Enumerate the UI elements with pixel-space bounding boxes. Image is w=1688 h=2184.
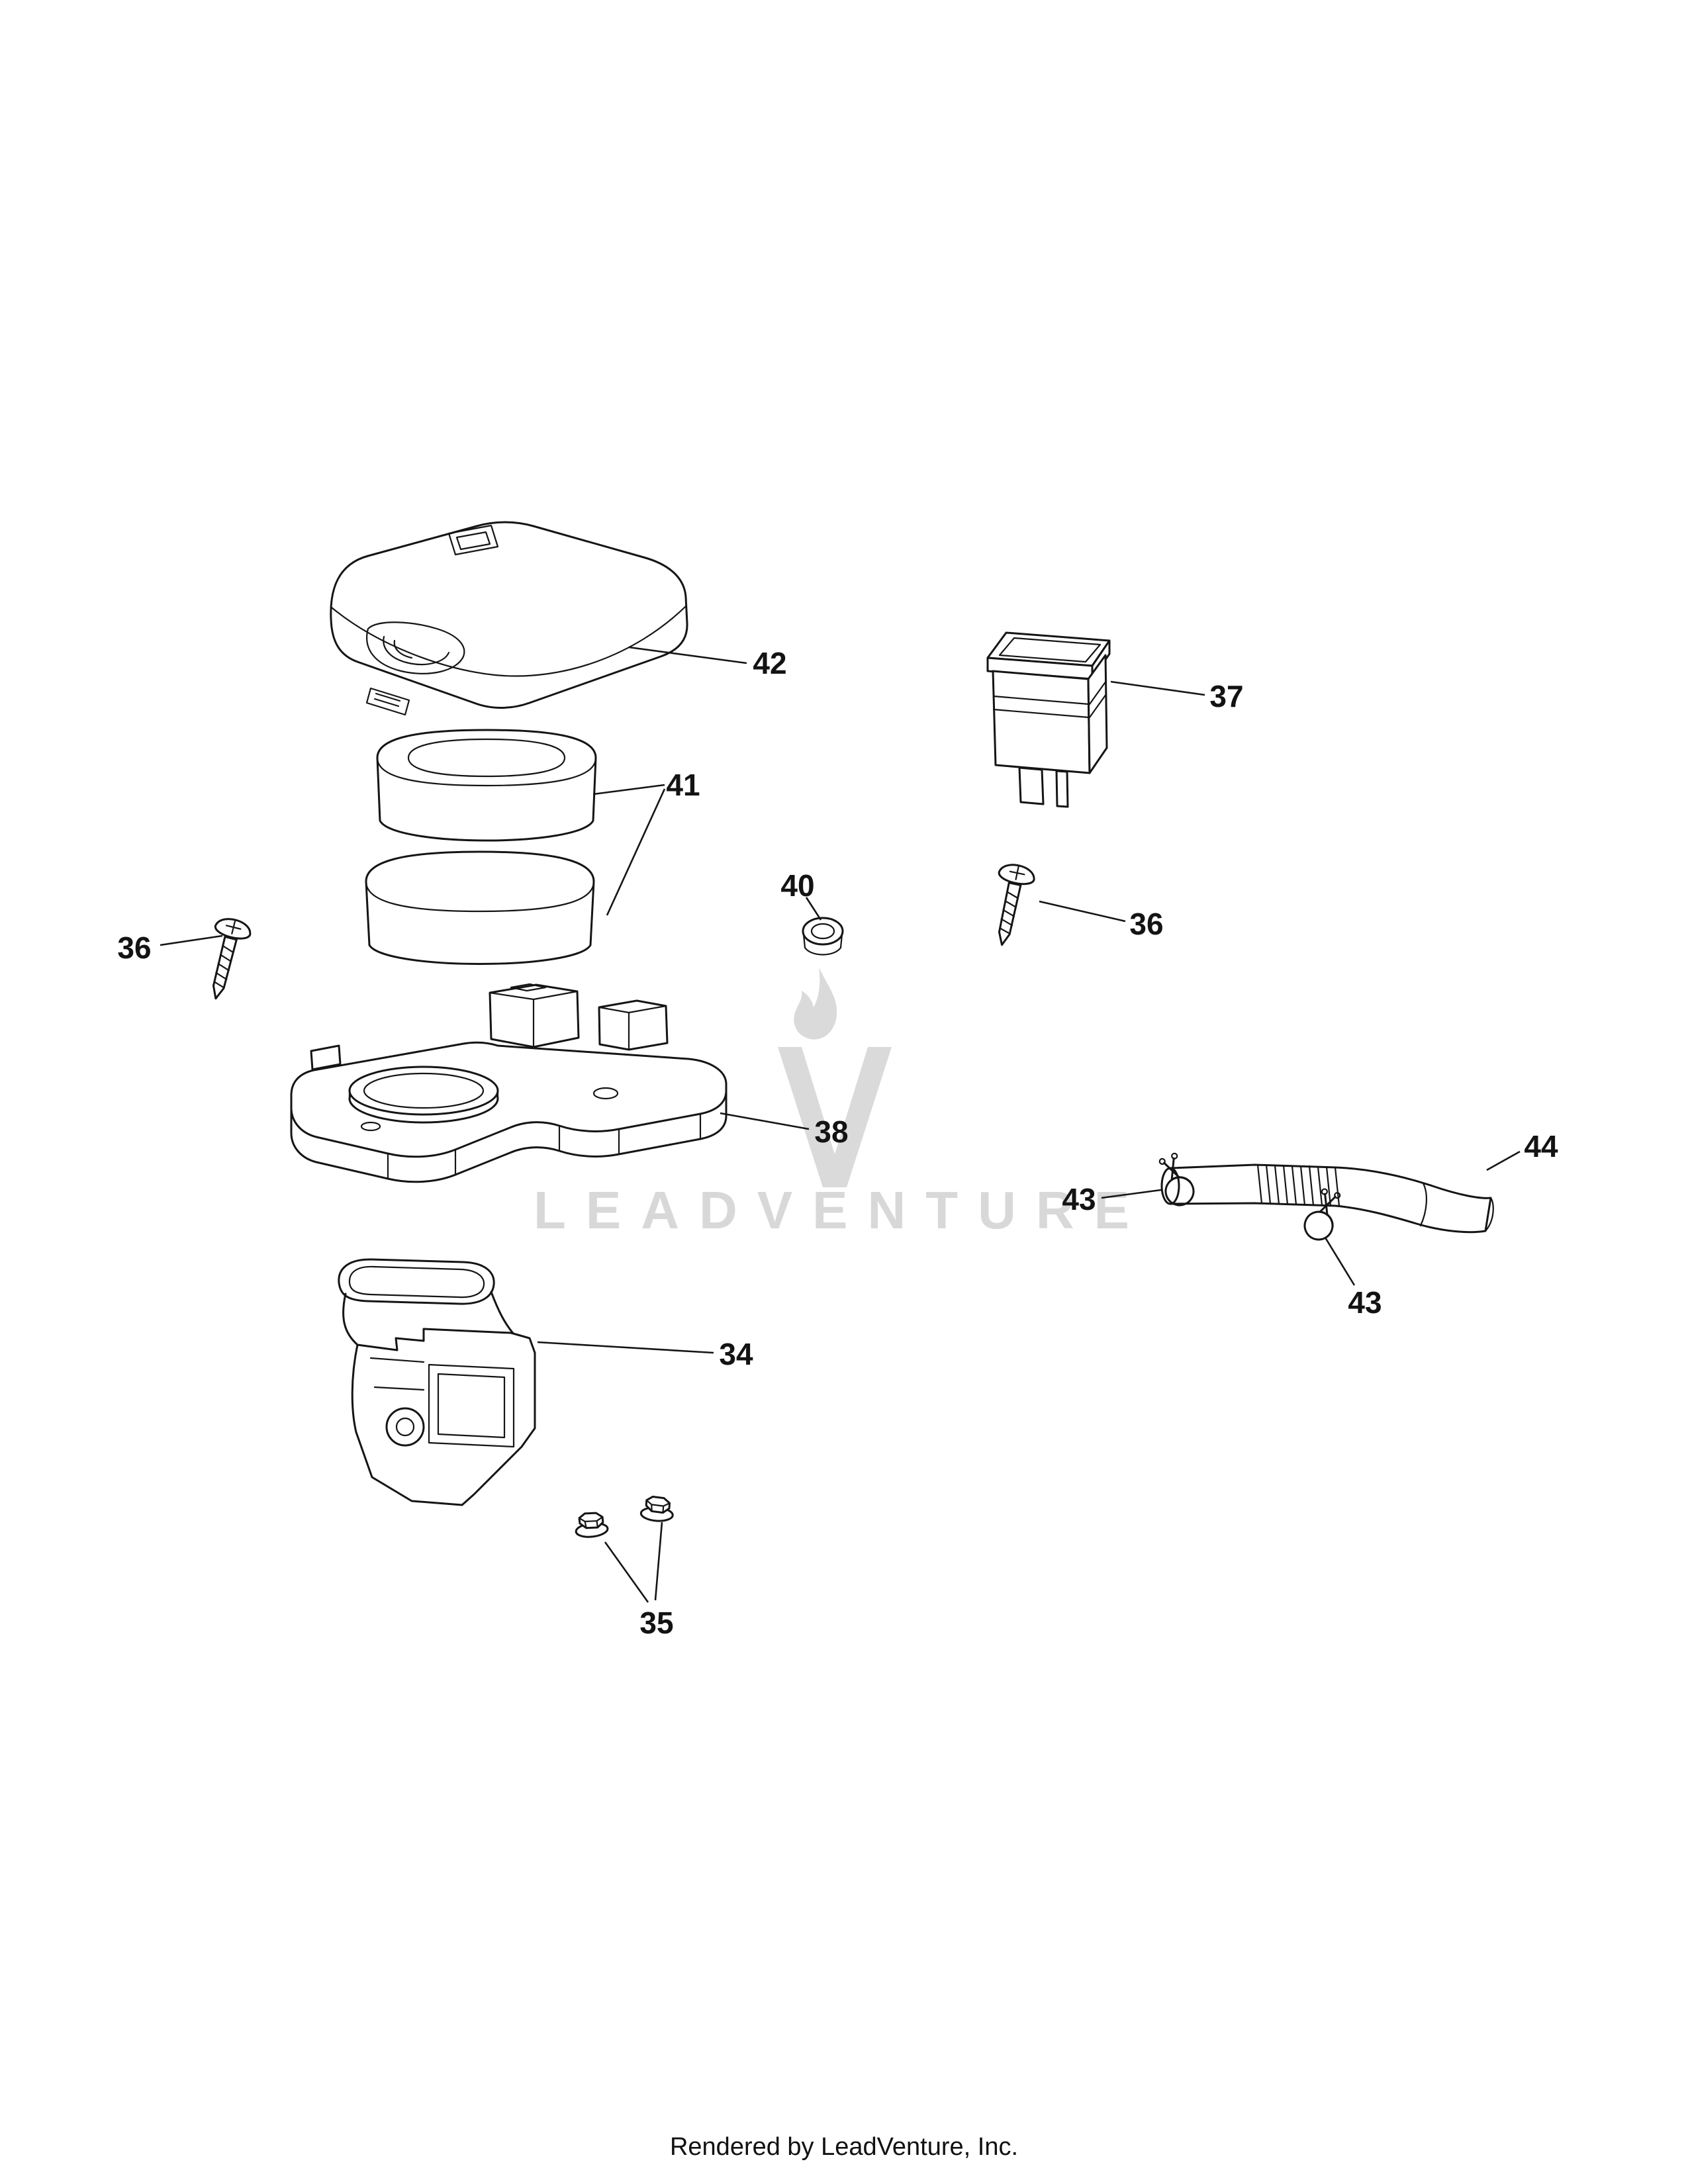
callout-label-40: 40 <box>780 868 814 903</box>
watermark-flame-icon <box>794 968 837 1040</box>
leader-line-37 <box>1110 680 1205 696</box>
part-34-intake-adapter <box>338 1258 536 1506</box>
part-36-screw-left <box>197 914 254 1004</box>
callout-label-36-right: 36 <box>1129 907 1163 941</box>
callout-label-34: 34 <box>719 1337 753 1371</box>
callout-label-38: 38 <box>814 1115 848 1149</box>
leader-line-38 <box>720 1112 810 1130</box>
callout-label-44: 44 <box>1524 1129 1558 1163</box>
leader-line-41b <box>606 788 666 916</box>
watermark-v-icon <box>778 1047 892 1187</box>
leader-line-42 <box>628 646 747 664</box>
leader-line-35a <box>604 1541 649 1603</box>
footer-credit: Rendered by LeadVenture, Inc. <box>669 2133 1019 2161</box>
part-44-hose <box>1160 1163 1494 1234</box>
leader-line-43-right <box>1324 1237 1356 1286</box>
leader-line-43-left <box>1101 1189 1162 1199</box>
callout-leader-lines <box>160 646 1521 1603</box>
callout-label-36-left: 36 <box>117 931 151 965</box>
callout-label-35: 35 <box>639 1606 673 1640</box>
leader-line-41a <box>592 784 665 796</box>
part-42-air-cleaner-cover <box>330 521 688 716</box>
part-40-grommet <box>802 917 844 956</box>
part-37-canister <box>986 631 1111 808</box>
callout-label-43-right: 43 <box>1348 1285 1382 1320</box>
callout-labels: 42 41 40 37 36 36 38 34 35 43 43 44 <box>117 646 1558 1640</box>
part-41-filter-elements <box>365 729 597 965</box>
watermark-text: LEADVENTURE <box>534 1181 1149 1240</box>
callout-label-37: 37 <box>1209 679 1243 713</box>
part-35-bolt-right <box>639 1494 675 1524</box>
part-38-air-cleaner-base <box>290 983 727 1183</box>
part-36-screw-right <box>983 860 1037 950</box>
leadventure-watermark: LEADVENTURE <box>534 968 1149 1240</box>
leader-line-35b <box>654 1522 663 1601</box>
leader-line-34 <box>537 1341 714 1354</box>
leader-line-36-right <box>1039 900 1126 923</box>
part-35-bolt-left <box>573 1510 610 1539</box>
callout-label-43-left: 43 <box>1062 1182 1096 1216</box>
callout-label-42: 42 <box>753 646 786 680</box>
leader-line-44 <box>1486 1150 1521 1171</box>
callout-label-41: 41 <box>666 768 700 802</box>
leader-line-36-left <box>160 934 223 946</box>
leader-line-40 <box>805 897 822 921</box>
